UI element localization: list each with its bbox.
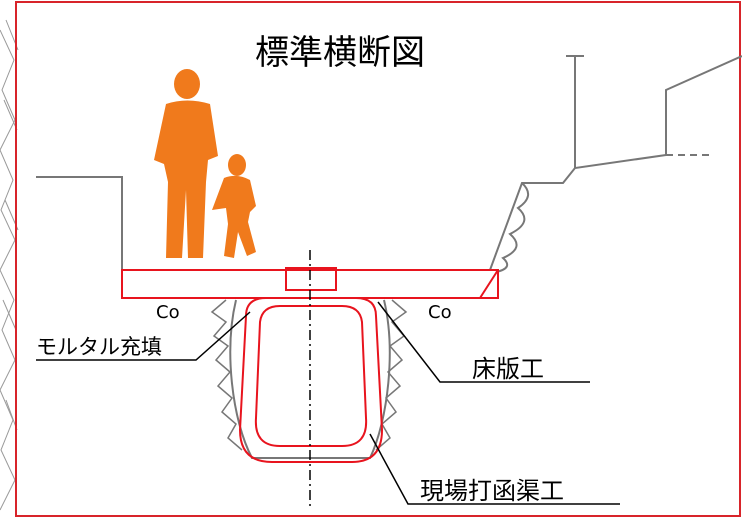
- concrete-label-left: Co: [156, 302, 180, 323]
- adult-silhouette-icon: [154, 69, 218, 258]
- culvert-outer-gray: [229, 299, 391, 459]
- child-silhouette-icon: [212, 154, 256, 258]
- left-map-strip: [0, 19, 19, 511]
- title-text: 標準横断図: [255, 33, 425, 73]
- mortar-fill-label: モルタル充填: [36, 335, 162, 359]
- floor-slab-label: 床版工: [472, 355, 544, 383]
- culvert-box-outer: [238, 297, 384, 463]
- culvert-label: 現場打函渠工: [420, 477, 564, 505]
- concrete-label-right: Co: [428, 302, 452, 323]
- leader-lines: [36, 301, 620, 505]
- frame-border: [15, 1, 741, 517]
- culvert-box-inner: [254, 305, 368, 447]
- ground-profile: [36, 55, 742, 273]
